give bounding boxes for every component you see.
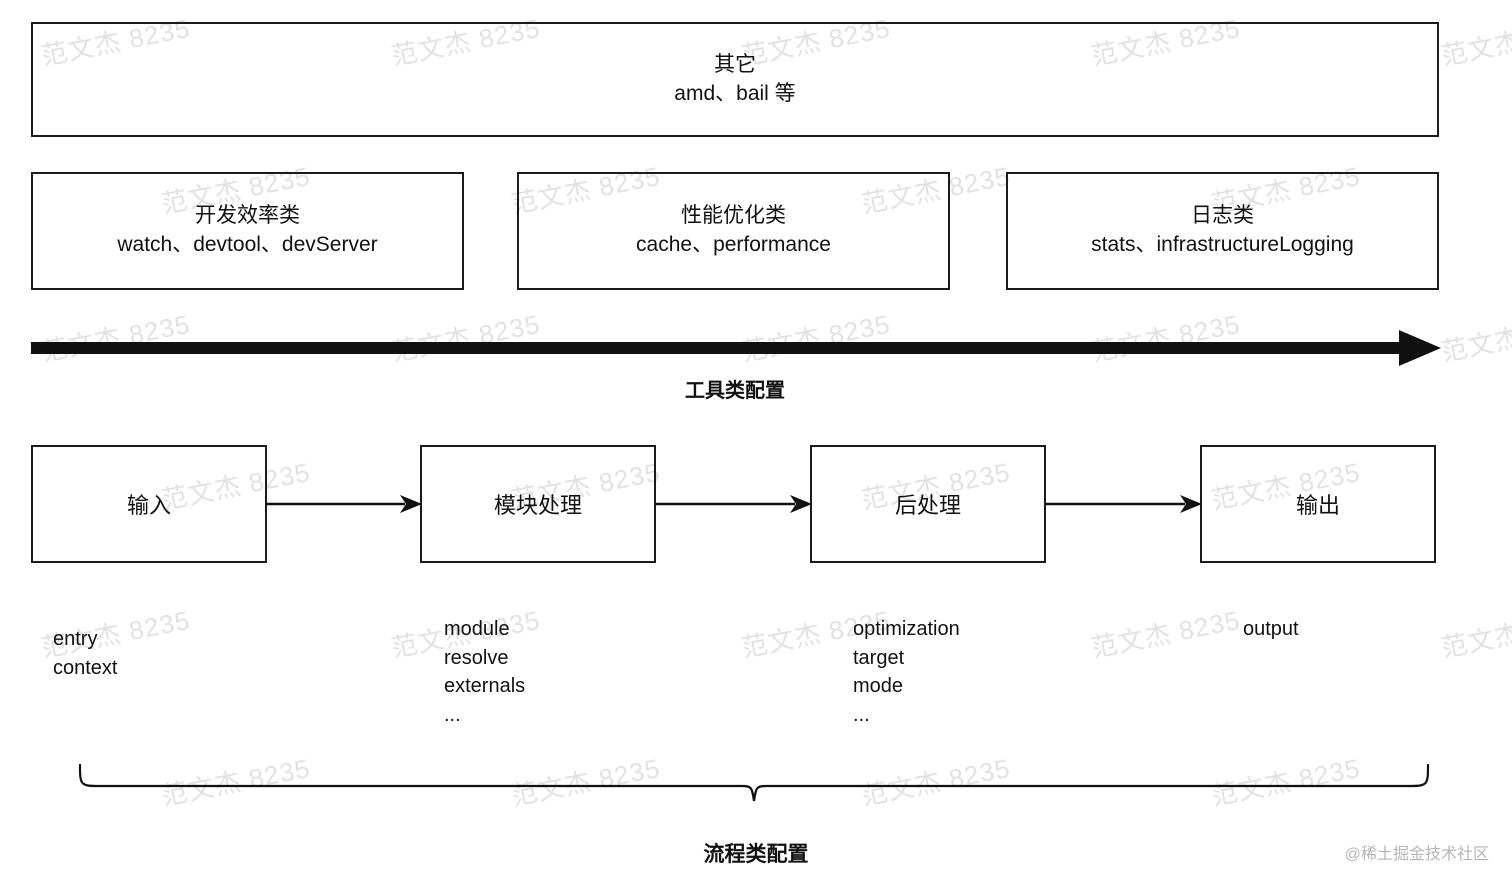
flow-box-post-processing-label: 后处理 xyxy=(894,493,961,518)
flow-arrow-input-to-module-icon xyxy=(267,495,422,513)
bottom-brace-label: 流程类配置 xyxy=(0,838,1512,868)
flow-box-input-label: 输入 xyxy=(126,493,171,518)
flow-box-input: 输入 xyxy=(31,445,267,563)
bottom-curly-brace-icon xyxy=(78,763,1430,802)
flow-arrow-post-to-output-icon xyxy=(1046,495,1202,513)
category-box-performance-items: cache、performance xyxy=(636,233,831,256)
category-box-other-items: amd、bail 等 xyxy=(674,81,796,105)
watermark-text: 范文杰 8235 xyxy=(1088,604,1243,664)
flow-arrow-module-to-post-icon xyxy=(656,495,812,513)
flow-box-output-label: 输出 xyxy=(1295,493,1340,518)
option-list-output: output xyxy=(1243,618,1299,640)
watermark-text: 范文杰 8235 xyxy=(1438,309,1512,368)
watermark-text: 范文杰 8235 xyxy=(1438,605,1512,664)
tool-config-arrow-icon xyxy=(31,330,1441,366)
community-credit: @稀土掘金技术社区 xyxy=(1344,846,1489,863)
category-box-logging-items: stats、infrastructureLogging xyxy=(1091,233,1354,256)
option-list-module-processing: module resolve externals ... xyxy=(444,618,526,726)
flow-box-post-processing: 后处理 xyxy=(810,445,1046,563)
category-box-dev-efficiency: 开发效率类 watch、devtool、devServer xyxy=(31,172,464,290)
category-box-other: 其它 amd、bail 等 xyxy=(31,22,1439,137)
category-box-logging-heading: 日志类 xyxy=(1191,204,1254,228)
flow-box-module-processing: 模块处理 xyxy=(420,445,656,563)
option-list-input: entry context xyxy=(53,628,118,679)
category-box-other-heading: 其它 xyxy=(714,52,756,76)
category-box-logging: 日志类 stats、infrastructureLogging xyxy=(1006,172,1439,290)
category-box-dev-efficiency-heading: 开发效率类 xyxy=(195,204,300,228)
flow-box-module-processing-label: 模块处理 xyxy=(493,493,582,518)
category-box-performance: 性能优化类 cache、performance xyxy=(517,172,950,290)
category-box-performance-heading: 性能优化类 xyxy=(681,204,786,228)
bottom-brace-label-text: 流程类配置 xyxy=(703,843,809,866)
flow-box-output: 输出 xyxy=(1200,445,1436,563)
category-box-dev-efficiency-items: watch、devtool、devServer xyxy=(117,233,378,256)
tool-config-arrow-label: 工具类配置 xyxy=(685,380,785,402)
option-list-post-processing: optimization target mode ... xyxy=(853,618,960,726)
watermark-text: 范文杰 8235 xyxy=(1438,13,1512,72)
